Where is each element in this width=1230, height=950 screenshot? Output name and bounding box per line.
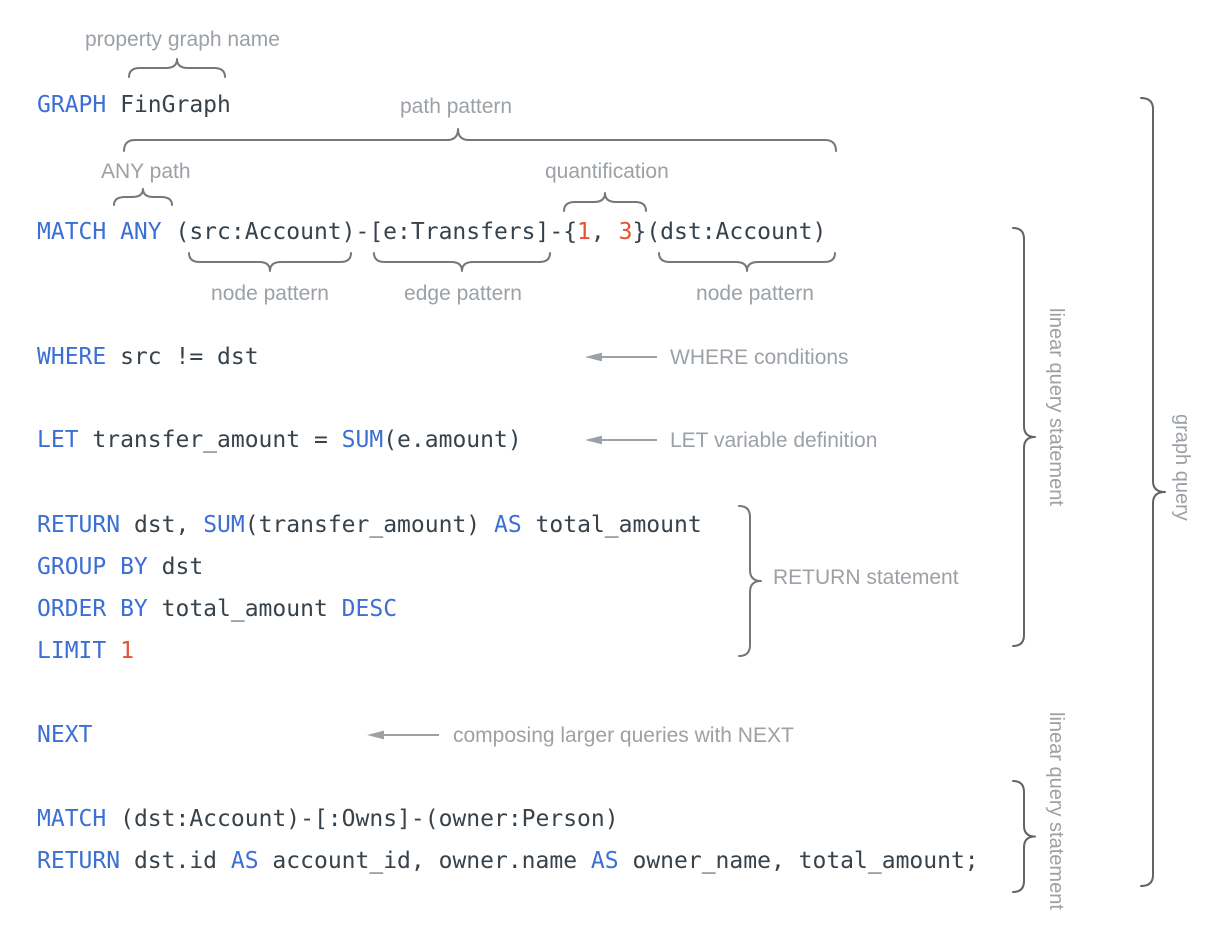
edge-pattern-brace [373, 252, 551, 272]
path-pattern-brace [123, 128, 837, 152]
quantification-brace [563, 192, 647, 212]
return-statement-label: RETURN statement [773, 566, 959, 589]
node-pattern-2-brace [658, 252, 836, 272]
code-line-group-by: GROUP BY dst [37, 554, 204, 580]
code-line-order-by: ORDER BY total_amount DESC [37, 596, 398, 622]
edge-pattern-label: edge pattern [404, 282, 522, 305]
linear-query-statement-1-label: linear query statement [1045, 308, 1067, 506]
next-arrow-icon [367, 730, 439, 740]
path-pattern-label: path pattern [400, 95, 513, 118]
node-pattern-1-brace [188, 252, 352, 272]
where-arrow-icon [585, 352, 657, 362]
code-line-next: NEXT [37, 722, 93, 748]
node-pattern-2-label: node pattern [696, 282, 814, 305]
property-graph-name-label: property graph name [85, 28, 280, 51]
linear-query-statement-2-brace [1012, 780, 1036, 893]
any-path-label: ANY path [101, 160, 191, 183]
next-note-label: composing larger queries with NEXT [453, 724, 794, 747]
code-line-match: MATCH ANY (src:Account)-[e:Transfers]-{1… [37, 219, 827, 245]
code-line-return-2: RETURN dst.id AS account_id, owner.name … [37, 848, 979, 874]
quantification-label: quantification [545, 160, 669, 183]
let-arrow-icon [585, 435, 657, 445]
where-conditions-label: WHERE conditions [670, 346, 849, 369]
property-graph-name-brace [128, 58, 226, 78]
code-line-let: LET transfer_amount = SUM(e.amount) [37, 427, 522, 453]
graph-query-label: graph query [1171, 414, 1193, 521]
code-line-match-2: MATCH (dst:Account)-[:Owns]-(owner:Perso… [37, 806, 619, 832]
code-line-limit: LIMIT 1 [37, 638, 134, 664]
code-line-where: WHERE src != dst [37, 344, 259, 370]
linear-query-statement-2-label: linear query statement [1045, 712, 1067, 910]
any-path-brace [113, 188, 173, 206]
return-statement-brace [738, 505, 762, 657]
linear-query-statement-1-brace [1012, 227, 1036, 647]
let-variable-definition-label: LET variable definition [670, 429, 878, 452]
graph-query-brace [1140, 97, 1166, 887]
code-line-graph: GRAPH FinGraph [37, 92, 231, 118]
code-line-return: RETURN dst, SUM(transfer_amount) AS tota… [37, 512, 702, 538]
node-pattern-1-label: node pattern [211, 282, 329, 305]
